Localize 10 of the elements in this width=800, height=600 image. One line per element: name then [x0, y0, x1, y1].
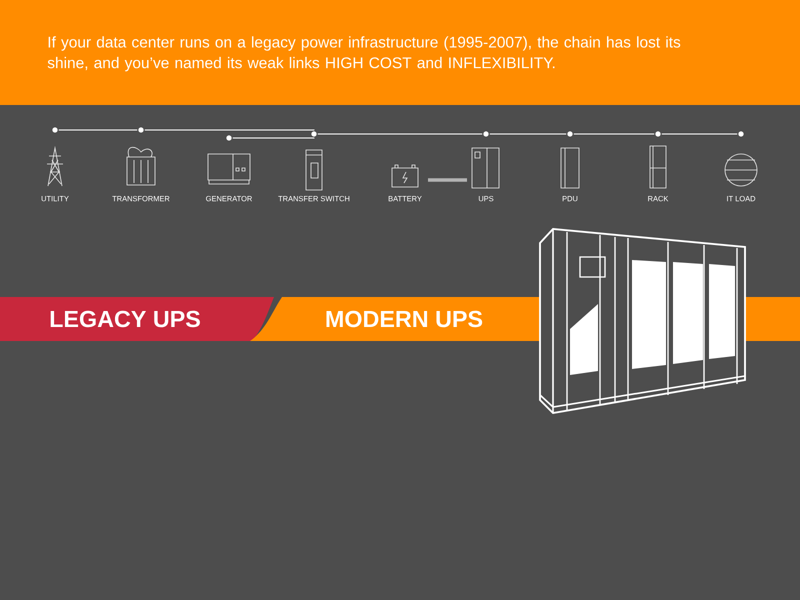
connector-line: [232, 137, 315, 139]
ribbon-banner: LEGACY UPS: [0, 297, 274, 341]
connector-line: [574, 133, 654, 135]
title-banner: If your data center runs on a legacy power infrastructure (1995-2007), the chain has lost its shine, and you’ve named its weak links HIGH COST and INFLEXIBILITY.: [0, 0, 800, 105]
connector-line: [490, 133, 566, 135]
connector-line: [144, 129, 315, 131]
connector-line: [318, 133, 482, 135]
connector-line: [428, 178, 467, 182]
connector-line: [58, 129, 138, 131]
connector-line: [662, 133, 738, 135]
